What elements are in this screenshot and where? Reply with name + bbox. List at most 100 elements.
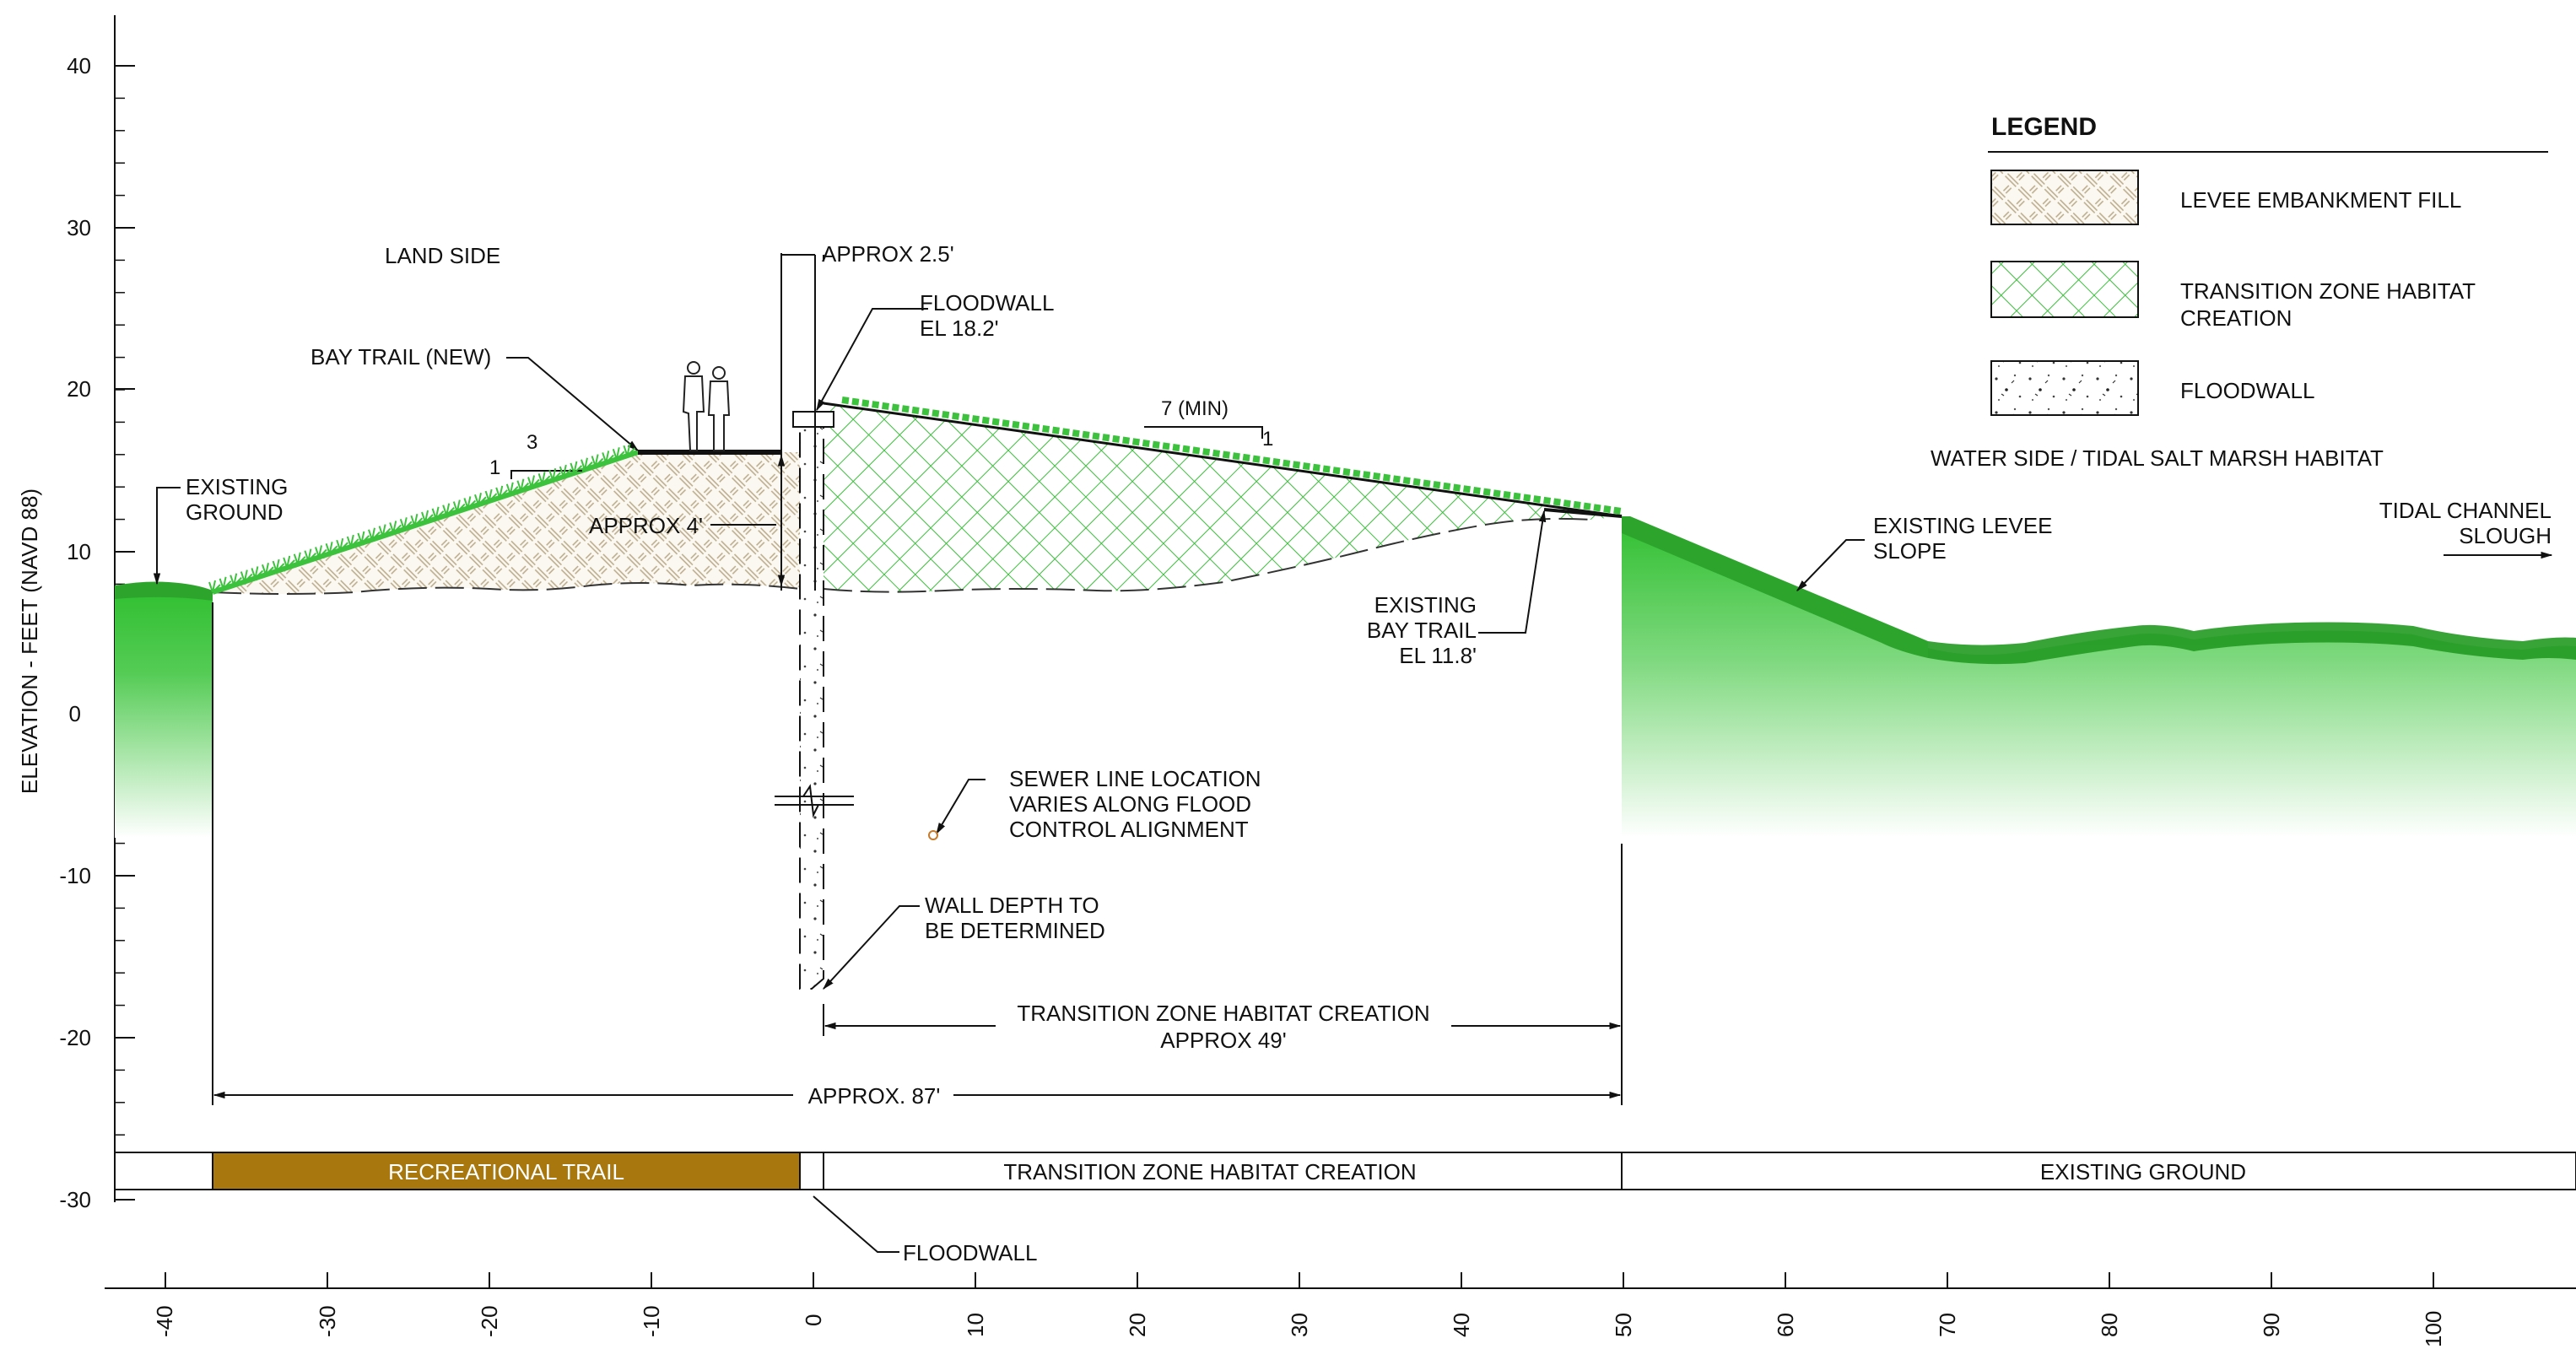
grass-tuft: [368, 527, 381, 541]
existing-bay-trail-label: EL 11.8': [1399, 643, 1477, 668]
existing-bay-trail-marker: [1543, 508, 1623, 518]
transition-zone-surface: [823, 402, 1623, 518]
tidal-channel-label: SLOUGH: [2459, 523, 2552, 548]
existing-levee-slope-turf: [1622, 516, 1928, 658]
existing-levee-slope-label: EXISTING LEVEE: [1873, 513, 2052, 538]
y-tick-label: -30: [59, 1187, 91, 1212]
x-tick-label: 70: [1935, 1313, 1960, 1337]
floodwall-break-symbol: [775, 784, 854, 818]
grass-tuft: [325, 542, 338, 555]
grass-tuft: [581, 457, 593, 471]
legend-swatch-levee-fill: [1990, 170, 2139, 225]
grass-tuft: [240, 569, 253, 583]
slope-ratio-horizontal: 7 (MIN): [1161, 397, 1229, 420]
transition-zone-bottom-dashed: [823, 517, 1591, 593]
grass-tuft: [537, 472, 551, 485]
existing-bay-trail-label: BAY TRAIL: [1367, 618, 1477, 643]
pedestrians-figure: [682, 361, 731, 451]
existing-ground-left: [115, 585, 213, 838]
approx-4-label: APPROX 4': [589, 513, 703, 538]
grass-tuft: [463, 496, 477, 510]
x-tick-label: 30: [1287, 1313, 1312, 1337]
grass-tuft: [431, 506, 445, 520]
y-tick-label: 0: [69, 701, 81, 726]
grass-tuft: [527, 475, 540, 488]
legend-title: LEGEND: [1991, 113, 2097, 141]
grass-tuft: [346, 534, 359, 548]
grass-tuft: [293, 552, 306, 565]
y-axis-minor-ticks: [115, 65, 125, 1168]
wall-depth-label: BE DETERMINED: [925, 918, 1105, 943]
tidal-channel-label: TIDAL CHANNEL: [2379, 498, 2552, 523]
grass-tuft: [399, 517, 413, 531]
marsh-surface-turf: [1928, 622, 2576, 665]
y-tick-label: 20: [67, 376, 91, 402]
recreational-trail-label: RECREATIONAL TRAIL: [388, 1159, 624, 1184]
floodwall-elevation-label: FLOODWALL: [920, 290, 1054, 316]
y-tick-label: 30: [67, 215, 91, 240]
dimension-lines: [212, 253, 1623, 1105]
bottom-zone-strip: [114, 1152, 2576, 1190]
slope-ratio-vertical: 1: [489, 456, 500, 479]
transition-zone-strip-label: TRANSITION ZONE HABITAT CREATION: [1003, 1159, 1416, 1184]
x-tick-labels: -40 -30 -20 -10 0 10 20 30 40 50 60 70 8…: [152, 1305, 2446, 1347]
x-tick-label: 20: [1125, 1313, 1150, 1337]
floodwall-cap: [792, 411, 834, 428]
existing-ground-right: [1622, 516, 2576, 838]
grass-tuft: [272, 558, 285, 572]
x-tick-label: 100: [2421, 1311, 2446, 1347]
x-axis-ticks: [165, 1272, 2434, 1288]
grass-tuft: [230, 573, 242, 586]
grass-tuft: [474, 493, 487, 505]
grass-tuft: [421, 510, 434, 523]
y-axis-title: ELEVATION - FEET (NAVD 88): [17, 488, 42, 794]
grass-tuft: [516, 478, 530, 492]
grass-tuft: [410, 513, 424, 526]
grass-tuft: [484, 488, 498, 502]
bay-trail-new-label: BAY TRAIL (NEW): [311, 344, 491, 370]
grass-tuft: [559, 464, 572, 478]
y-tick-label: 40: [67, 53, 91, 78]
existing-ground-strip-label: EXISTING GROUND: [2040, 1159, 2246, 1184]
grass-tuft: [262, 563, 274, 575]
grass-tuft: [304, 548, 317, 562]
sewer-line-marker: [928, 830, 938, 840]
legend: LEGEND LEVEE EMBANKMENT FILL TRANSITION …: [1988, 113, 2548, 416]
existing-ground-label: GROUND: [186, 499, 284, 525]
grass-tuft: [548, 467, 561, 481]
grass-tuft: [357, 531, 370, 544]
floodwall-stem: [799, 426, 824, 990]
leader-lines: [153, 308, 2553, 1253]
grass-tuft: [283, 555, 295, 569]
legend-swatch-transition-zone: [1990, 261, 2139, 318]
existing-ground-label: EXISTING: [186, 474, 288, 499]
land-side-label: LAND SIDE: [385, 243, 500, 268]
x-tick-label: 10: [963, 1313, 988, 1337]
existing-bay-trail-label: EXISTING: [1374, 592, 1477, 618]
grass-tuft: [251, 566, 264, 580]
grass-tuft: [602, 451, 614, 464]
transition-zone-dimension-label: TRANSITION ZONE HABITAT CREATION: [1017, 1001, 1429, 1026]
approx-87-label: APPROX. 87': [808, 1083, 941, 1109]
y-tick-labels: 40 30 20 10 0 -10 -20 -30: [59, 53, 91, 1212]
sewer-line-label: SEWER LINE LOCATION: [1009, 766, 1261, 791]
grass-tuft: [442, 503, 455, 516]
legend-swatch-floodwall: [1990, 360, 2139, 416]
levee-embankment-fill: [213, 452, 800, 594]
grass-tuft: [219, 576, 232, 590]
recreational-trail-zone: [212, 1152, 801, 1190]
legend-item-label: LEVEE EMBANKMENT FILL: [2180, 187, 2461, 213]
y-tick-label: -10: [59, 863, 91, 888]
transition-zone-dimension-label: APPROX 49': [1160, 1028, 1286, 1053]
sewer-line-label: VARIES ALONG FLOOD: [1009, 791, 1251, 817]
y-tick-label: -20: [59, 1025, 91, 1050]
x-tick-label: 40: [1449, 1313, 1474, 1337]
sewer-line-label: CONTROL ALIGNMENT: [1009, 817, 1249, 842]
floodwall-bottom-label: FLOODWALL: [903, 1240, 1037, 1265]
grass-tuft: [378, 524, 392, 537]
legend-item-label: CREATION: [2180, 305, 2292, 331]
existing-ground-left-cap: [115, 581, 213, 601]
levee-fill-bottom-dashed: [212, 582, 801, 595]
x-tick-label: -20: [477, 1305, 502, 1337]
